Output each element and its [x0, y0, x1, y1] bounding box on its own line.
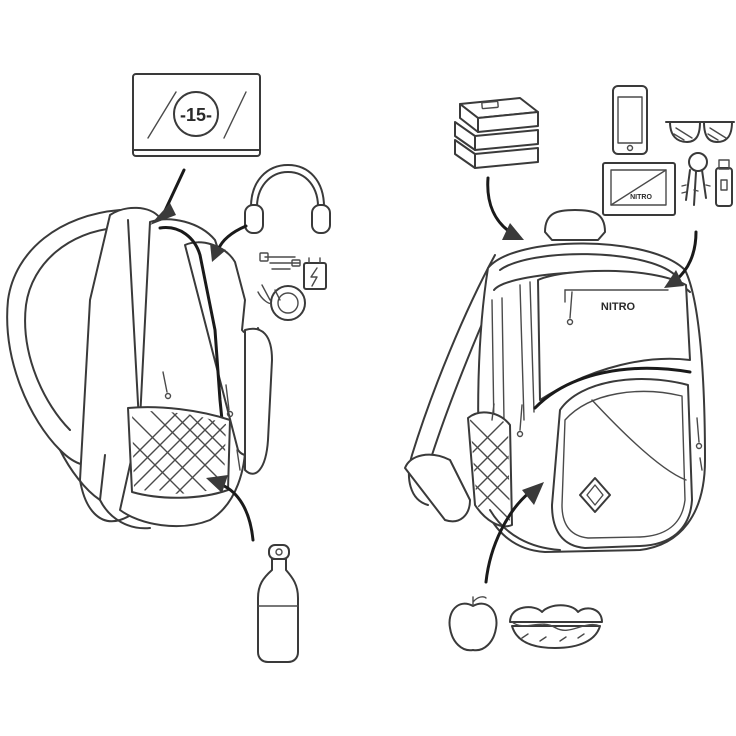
- sandwich-icon: [509, 604, 603, 649]
- right-side-diamond-panel: [467, 411, 513, 528]
- smartphone-icon: [612, 85, 648, 155]
- charger-icon: [303, 257, 327, 290]
- apple-icon: [448, 596, 498, 652]
- arrow-accessories-to-compartment: [210, 224, 248, 262]
- sunglasses-icon: [665, 121, 735, 143]
- right-backpack: NITRO: [404, 209, 706, 553]
- arrow-bottle-to-pocket: [206, 475, 255, 542]
- organizer-wallet-icon: NITRO: [602, 162, 676, 216]
- headphones-icon: [244, 164, 331, 234]
- arrow-items-to-front-pocket: [664, 230, 698, 288]
- arrow-laptop-to-sleeve: [150, 168, 186, 225]
- laptop-size-label: -15-: [180, 105, 212, 125]
- earphones-icon: [257, 284, 306, 321]
- cable-icon: [259, 252, 301, 270]
- right-backpack-brand-label: NITRO: [601, 301, 636, 313]
- arrow-books-to-backpack: [486, 176, 524, 240]
- usb-stick-icon: [715, 159, 733, 207]
- arrow-food-to-pocket: [484, 482, 544, 584]
- books-icon: [454, 97, 539, 169]
- water-bottle-icon: [257, 544, 299, 663]
- keys-icon: [681, 152, 711, 206]
- organizer-brand-label: NITRO: [630, 194, 652, 201]
- left-backpack: [6, 206, 273, 530]
- laptop-illustration: -15-: [132, 73, 261, 157]
- left-mesh-pocket: [127, 406, 231, 499]
